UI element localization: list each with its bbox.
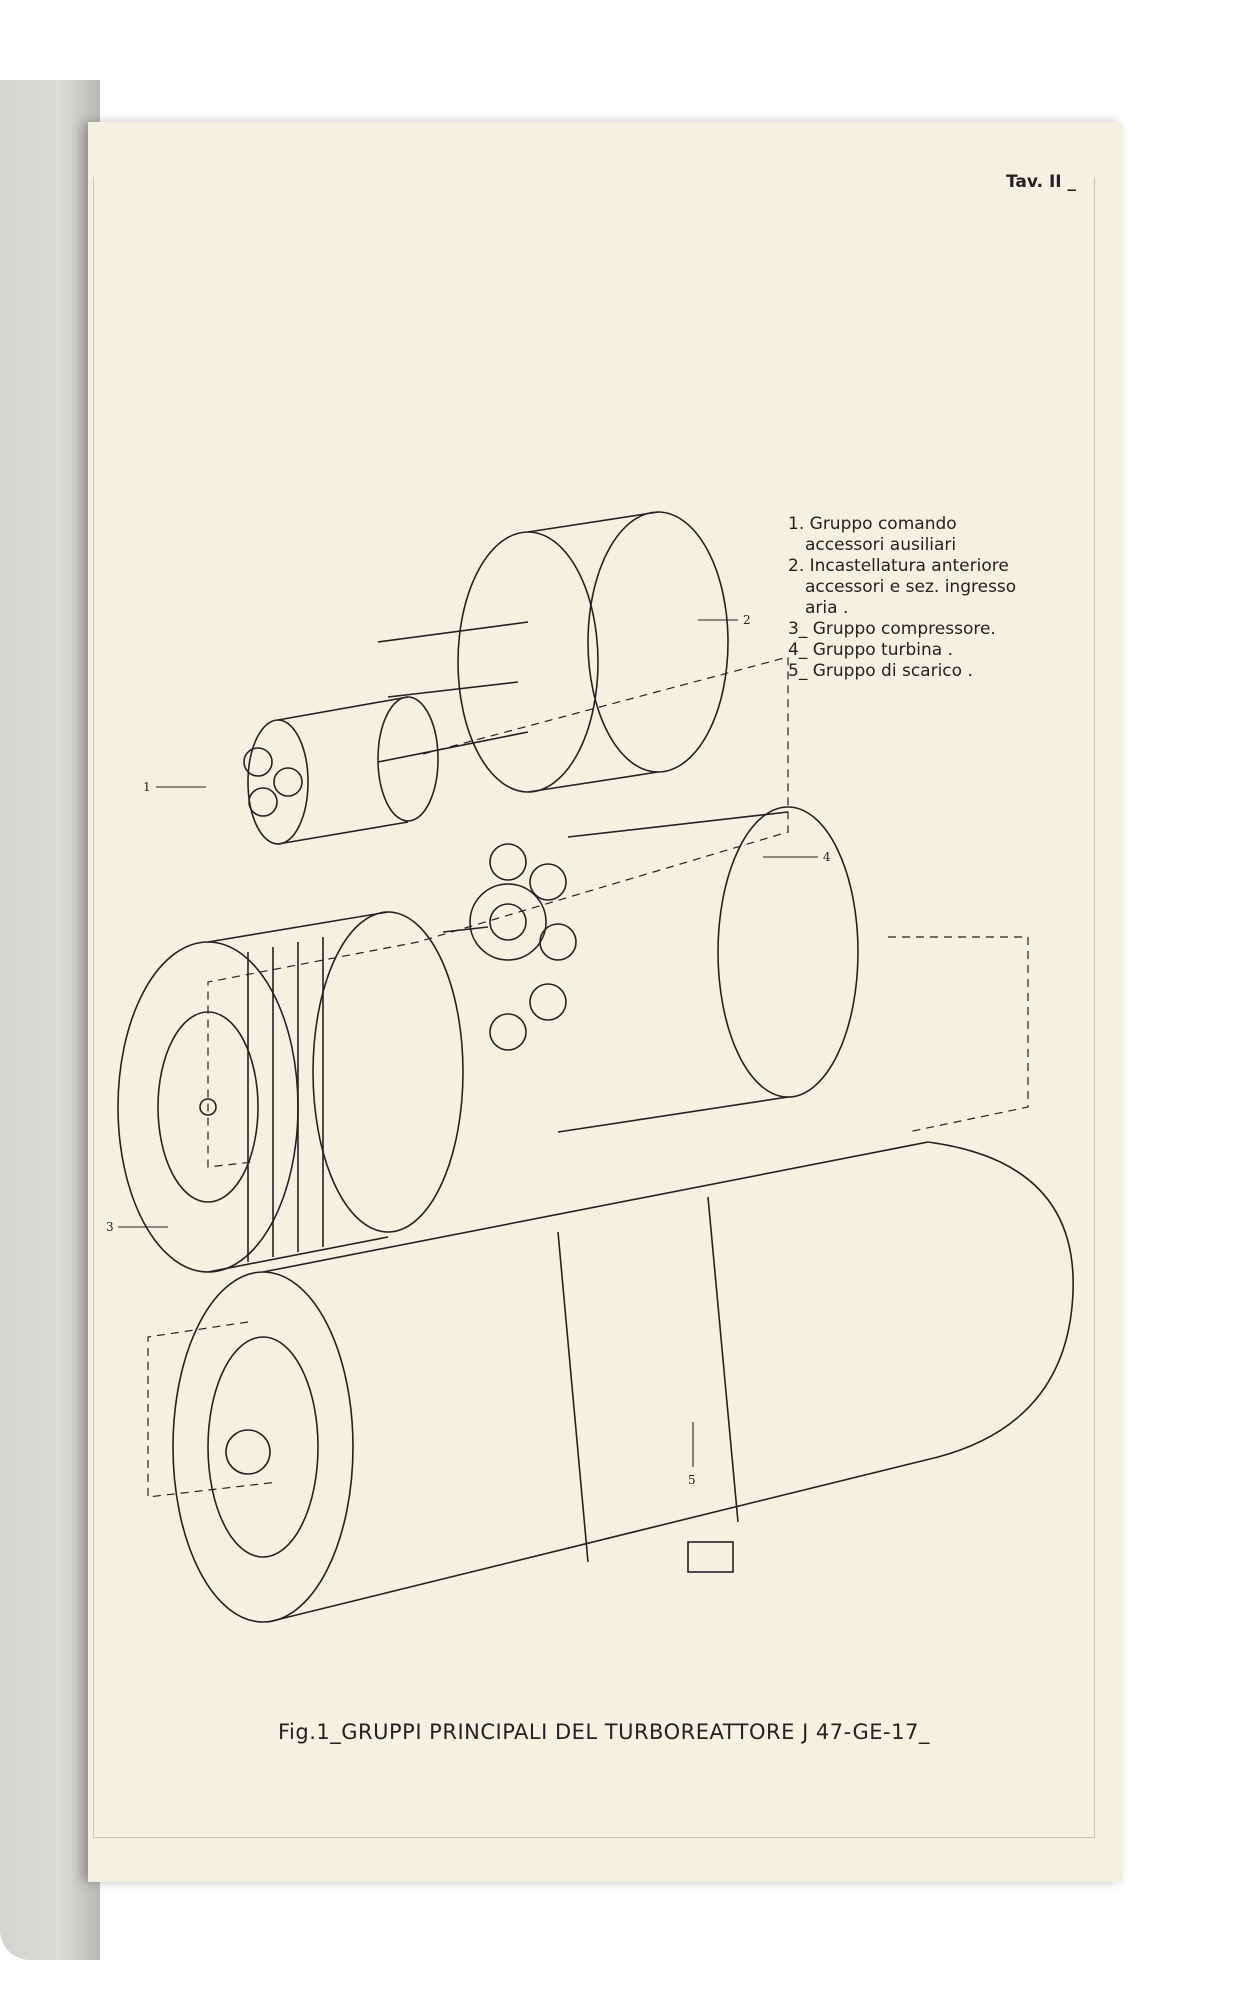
callout-5: 5 [688, 1473, 696, 1487]
legend-item-4: 4_ Gruppo turbina . [788, 640, 954, 660]
legend-item-2-cont2: aria . [805, 598, 849, 618]
manual-page: Tav. II _ 1. Gruppo comando accessori au… [88, 122, 1123, 1882]
part-4-turbine [442, 806, 859, 1133]
exploded-engine-diagram: 1 2 4 3 5 [106, 511, 1074, 1623]
callout-leaders [118, 619, 818, 1467]
callout-2: 2 [743, 613, 751, 627]
page-border [93, 177, 1095, 1838]
parts-legend: 1. Gruppo comando accessori ausiliari 2.… [788, 514, 1016, 682]
legend-item-1: 1. Gruppo comando [788, 514, 957, 534]
callout-3: 3 [106, 1220, 114, 1234]
part-1-accessory-drive [243, 696, 439, 845]
guide-line-upper [207, 656, 789, 1168]
facing-page-edge [0, 80, 100, 1960]
part-5-exhaust [172, 1141, 1074, 1623]
legend-item-2: 2. Incastellatura anteriore [788, 556, 1009, 576]
legend-item-3: 3_ Gruppo compressore. [788, 619, 996, 639]
legend-item-1-cont: accessori ausiliari [805, 535, 957, 555]
part-3-compressor [117, 911, 464, 1273]
guide-line-mid [888, 936, 1029, 1133]
callout-1: 1 [143, 780, 151, 794]
guide-line-lower [147, 1321, 279, 1498]
callout-4: 4 [823, 850, 831, 864]
legend-item-2-cont: accessori e sez. ingresso [805, 577, 1017, 597]
plate-number: Tav. II _ [1006, 172, 1077, 192]
part-2-front-frame [377, 511, 729, 793]
figure-caption: Fig.1_GRUPPI PRINCIPALI DEL TURBOREATTOR… [278, 1720, 930, 1744]
legend-item-5: 5_ Gruppo di scarico . [788, 661, 973, 681]
